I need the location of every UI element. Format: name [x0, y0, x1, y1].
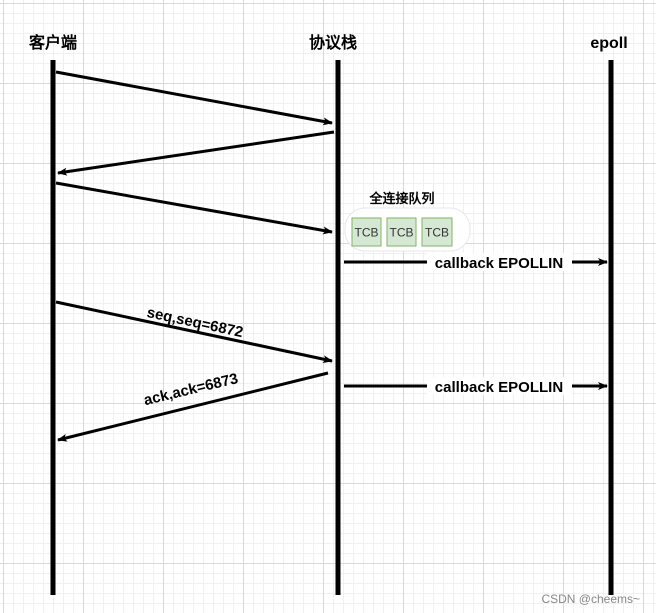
- tcb-box: TCB: [351, 217, 382, 247]
- watermark: CSDN @cheems~: [541, 592, 640, 606]
- seq-arrow: [55, 300, 333, 364]
- ack-arrow: [55, 181, 333, 235]
- seq-label: seq,seq=6872: [145, 304, 244, 341]
- syn-arrow: [55, 70, 333, 126]
- queue-title: 全连接队列: [368, 191, 434, 206]
- syn-ack-arrow: [57, 130, 335, 176]
- callback-label-bg-1: [427, 253, 572, 271]
- callback-label-2: callback EPOLLIN: [435, 379, 563, 396]
- client-lane-title: 客户端: [29, 33, 77, 52]
- tcb-label: TCB: [390, 226, 414, 240]
- ack-data-arrow: [57, 371, 329, 442]
- tcb-box: TCB: [386, 217, 417, 247]
- callback-label-bg-2: [427, 377, 572, 395]
- stack-lane-title: 协议栈: [309, 33, 357, 52]
- tcb-label: TCB: [355, 226, 379, 240]
- tcb-label: TCB: [425, 226, 449, 240]
- tcb-box: TCB: [421, 217, 453, 247]
- ack-label: ack,ack=6873: [142, 370, 240, 409]
- callback-label-1: callback EPOLLIN: [435, 255, 563, 272]
- epoll-lane-title: epoll: [590, 35, 627, 52]
